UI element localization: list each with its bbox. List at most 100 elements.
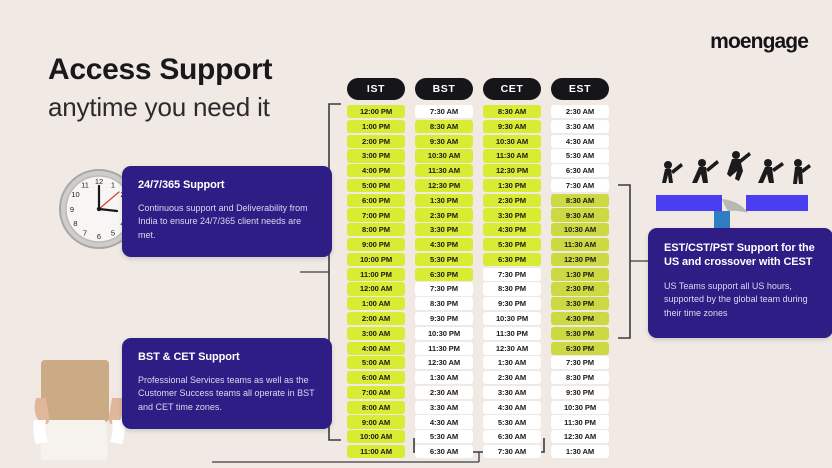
time-cell: 12:30 AM	[483, 341, 541, 355]
title-line-1: Access Support	[48, 53, 273, 86]
card-body: Professional Services teams as well as t…	[138, 374, 315, 412]
svg-text:9: 9	[70, 205, 74, 214]
time-cell: 8:30 AM	[551, 193, 609, 207]
time-cell: 3:30 PM	[483, 208, 541, 222]
time-cell: 8:30 PM	[483, 282, 541, 296]
svg-text:12: 12	[95, 177, 103, 186]
time-cell: 2:00 PM	[347, 134, 405, 148]
time-cell: 9:00 AM	[347, 415, 405, 429]
time-cell: 10:30 AM	[483, 134, 541, 148]
time-cell: 5:30 PM	[551, 326, 609, 340]
time-cell: 2:00 AM	[347, 311, 405, 326]
time-cell: 11:30 AM	[415, 164, 473, 178]
time-cell: 8:30 PM	[415, 297, 473, 311]
person-holding-sign-illustration	[33, 360, 125, 460]
time-cell: 10:30 PM	[415, 326, 473, 340]
time-cell: 5:30 AM	[415, 430, 473, 444]
time-cell: 5:00 AM	[347, 356, 405, 370]
time-cell: 1:00 PM	[347, 119, 405, 133]
time-cell: 1:30 PM	[415, 193, 473, 207]
card-body: Continuous support and Deliverability fr…	[138, 202, 308, 240]
time-cell: 8:00 AM	[347, 400, 405, 414]
time-cell: 6:30 AM	[415, 444, 473, 459]
time-cell: 7:00 AM	[347, 385, 405, 400]
time-cell: 7:00 PM	[347, 208, 405, 222]
time-cell: 2:30 AM	[483, 371, 541, 385]
time-cell: 8:30 AM	[415, 119, 473, 133]
time-cell: 2:30 PM	[415, 208, 473, 222]
time-cell: 4:30 PM	[551, 311, 609, 326]
time-cell: 1:30 PM	[551, 267, 609, 281]
time-cell: 4:00 PM	[347, 164, 405, 178]
time-cell: 9:30 PM	[551, 385, 609, 400]
time-cell: 4:30 PM	[415, 238, 473, 252]
svg-text:11: 11	[81, 181, 89, 190]
time-cell: 8:30 AM	[483, 105, 541, 119]
title-line-2: anytime you need it	[48, 91, 270, 122]
moengage-logo: moengage	[710, 30, 809, 53]
card-title: BST & CET Support	[138, 351, 240, 363]
column-header-est[interactable]: EST	[551, 78, 609, 100]
time-cell: 3:30 AM	[483, 385, 541, 400]
time-cell: 7:30 PM	[483, 267, 541, 281]
card-247-support[interactable]: 24/7/365 Support Continuous support and …	[122, 166, 332, 258]
column-header-cet[interactable]: CET	[483, 78, 541, 100]
card-est-cst-pst-support[interactable]: EST/CST/PST Support for the US and cross…	[648, 228, 832, 338]
time-cell: 3:30 PM	[415, 223, 473, 237]
time-cell: 11:00 PM	[347, 267, 405, 281]
time-cell: 6:30 PM	[415, 267, 473, 281]
time-cell: 6:30 AM	[483, 430, 541, 444]
time-cell: 10:30 AM	[551, 223, 609, 237]
time-cell: 11:30 AM	[551, 238, 609, 252]
time-cell: 9:00 PM	[347, 238, 405, 252]
time-cell: 12:00 PM	[347, 105, 405, 119]
card-body: US Teams support all US hours, supported…	[664, 280, 808, 318]
column-header-ist[interactable]: IST	[347, 78, 405, 100]
time-cell: 6:30 PM	[551, 341, 609, 355]
time-cell: 2:30 PM	[551, 282, 609, 296]
time-cell: 8:30 PM	[551, 371, 609, 385]
time-cell: 10:30 AM	[415, 149, 473, 163]
time-cell: 11:00 AM	[347, 444, 405, 459]
time-cell: 10:30 PM	[551, 400, 609, 414]
time-cell: 3:30 AM	[551, 119, 609, 133]
time-cell: 1:30 AM	[415, 371, 473, 385]
card-bst-cet-support[interactable]: BST & CET Support Professional Services …	[122, 338, 332, 430]
time-cell: 5:30 AM	[551, 149, 609, 163]
column-header-bst[interactable]: BST	[415, 78, 473, 100]
time-cell: 7:30 PM	[415, 282, 473, 296]
time-cell: 9:30 PM	[483, 297, 541, 311]
time-cell: 6:30 AM	[551, 164, 609, 178]
time-cell: 4:30 AM	[415, 415, 473, 429]
time-cell: 2:30 PM	[483, 193, 541, 207]
time-cell: 11:30 AM	[483, 149, 541, 163]
svg-text:1: 1	[111, 181, 115, 190]
time-cell: 12:30 AM	[415, 356, 473, 370]
svg-text:8: 8	[73, 219, 77, 228]
time-cell: 9:30 AM	[415, 134, 473, 148]
card-title: EST/CST/PST Support for the US and cross…	[664, 242, 815, 268]
time-cell: 3:30 AM	[415, 400, 473, 414]
time-cell: 12:00 AM	[347, 282, 405, 296]
time-cell: 11:30 PM	[551, 415, 609, 429]
time-cell: 4:30 AM	[483, 400, 541, 414]
time-cell: 5:30 PM	[415, 252, 473, 266]
time-cell: 1:30 PM	[483, 178, 541, 193]
svg-text:5: 5	[111, 229, 115, 238]
time-cell: 10:30 PM	[483, 311, 541, 326]
time-cell: 12:30 PM	[415, 178, 473, 193]
time-cell: 6:00 PM	[347, 193, 405, 207]
time-cell: 12:30 AM	[551, 430, 609, 444]
time-cell: 2:30 AM	[415, 385, 473, 400]
time-cell: 11:30 PM	[415, 341, 473, 355]
time-cell: 3:00 AM	[347, 326, 405, 340]
time-cell: 5:00 PM	[347, 178, 405, 193]
time-cell: 4:00 AM	[347, 341, 405, 355]
time-cell: 3:00 PM	[347, 149, 405, 163]
time-cell: 12:30 PM	[483, 164, 541, 178]
